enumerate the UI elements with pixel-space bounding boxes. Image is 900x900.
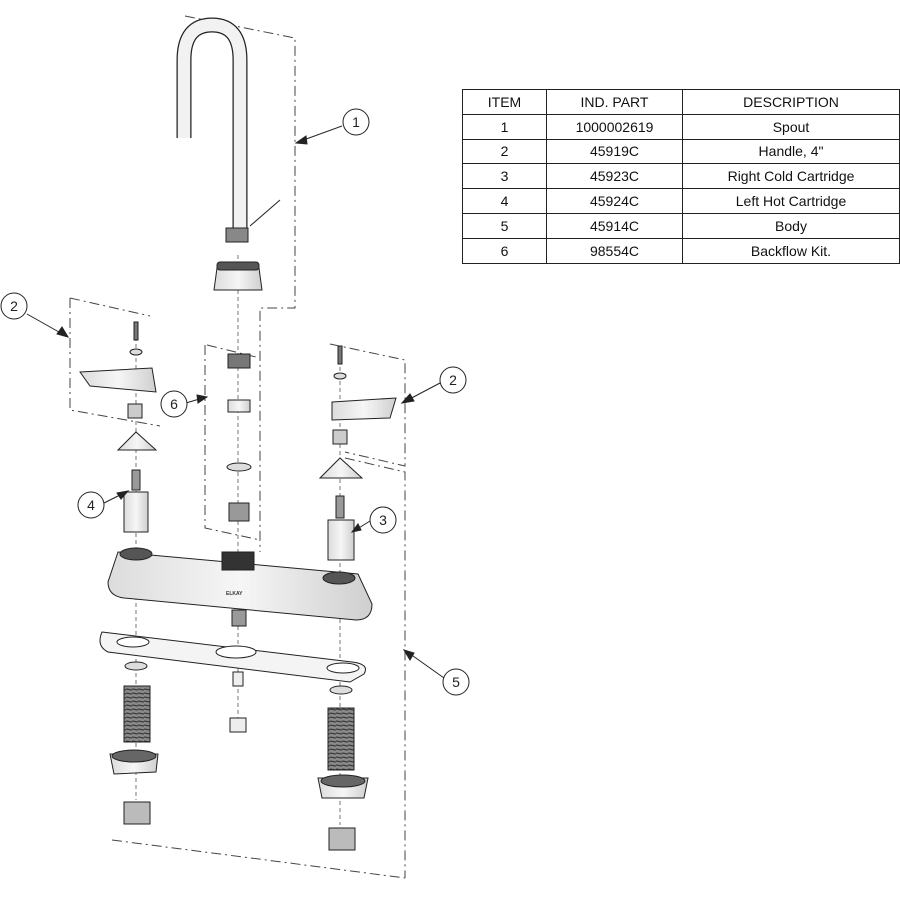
callout-3: 3 — [369, 506, 397, 534]
callout-2-right: 2 — [439, 366, 467, 394]
table-row: 6 98554C Backflow Kit. — [462, 237, 900, 264]
svg-text:1: 1 — [352, 114, 360, 130]
part-cell: 45914C — [546, 212, 683, 239]
part-cell: 45919C — [546, 138, 683, 165]
part-cell: 98554C — [546, 237, 683, 264]
header-item: ITEM — [462, 89, 547, 115]
left-handle-assembly — [79, 321, 158, 533]
callout-6: 6 — [160, 390, 188, 418]
description-cell: Left Hot Cartridge — [682, 188, 900, 214]
part-cell: 45923C — [546, 163, 683, 190]
mounting-hardware — [109, 661, 369, 851]
callout-5: 5 — [442, 668, 470, 696]
svg-text:2: 2 — [449, 372, 457, 388]
part-cell: 1000002619 — [546, 113, 683, 140]
deck-plate — [99, 631, 366, 683]
item-cell: 6 — [462, 237, 547, 264]
description-cell: Handle, 4" — [682, 138, 900, 165]
table-row: 3 45923C Right Cold Cartridge — [462, 163, 900, 190]
item-cell: 4 — [462, 188, 547, 214]
backflow-kit — [226, 353, 252, 522]
item-cell: 3 — [462, 163, 547, 190]
table-row: 4 45924C Left Hot Cartridge — [462, 188, 900, 214]
item-cell: 2 — [462, 138, 547, 165]
header-description: DESCRIPTION — [682, 89, 900, 115]
part-cell: 45924C — [546, 188, 683, 214]
table-row: 5 45914C Body — [462, 212, 900, 239]
description-cell: Spout — [682, 113, 900, 140]
svg-text:6: 6 — [170, 396, 178, 412]
parts-table-header: ITEM IND. PART DESCRIPTION — [462, 89, 900, 115]
spout — [176, 17, 281, 291]
parts-table: ITEM IND. PART DESCRIPTION 1 1000002619 … — [462, 89, 900, 264]
faucet-body: ELKAY — [107, 547, 373, 627]
callout-leaders — [26, 125, 445, 679]
callout-4: 4 — [77, 491, 105, 519]
description-cell: Backflow Kit. — [682, 237, 900, 264]
phantom-outlines — [69, 15, 406, 879]
svg-text:5: 5 — [452, 674, 460, 690]
center-lines — [135, 255, 341, 825]
header-ind-part: IND. PART — [546, 89, 683, 115]
right-handle-assembly — [318, 345, 397, 561]
description-cell: Right Cold Cartridge — [682, 163, 900, 190]
description-cell: Body — [682, 212, 900, 239]
body-brand-mark: ELKAY — [226, 591, 243, 597]
table-row: 1 1000002619 Spout — [462, 113, 900, 140]
callout-1: 1 — [342, 108, 370, 136]
item-cell: 1 — [462, 113, 547, 140]
table-row: 2 45919C Handle, 4" — [462, 138, 900, 165]
svg-text:2: 2 — [10, 298, 18, 314]
svg-text:3: 3 — [379, 512, 387, 528]
svg-text:4: 4 — [87, 497, 95, 513]
callout-2-left: 2 — [0, 292, 28, 320]
item-cell: 5 — [462, 212, 547, 239]
